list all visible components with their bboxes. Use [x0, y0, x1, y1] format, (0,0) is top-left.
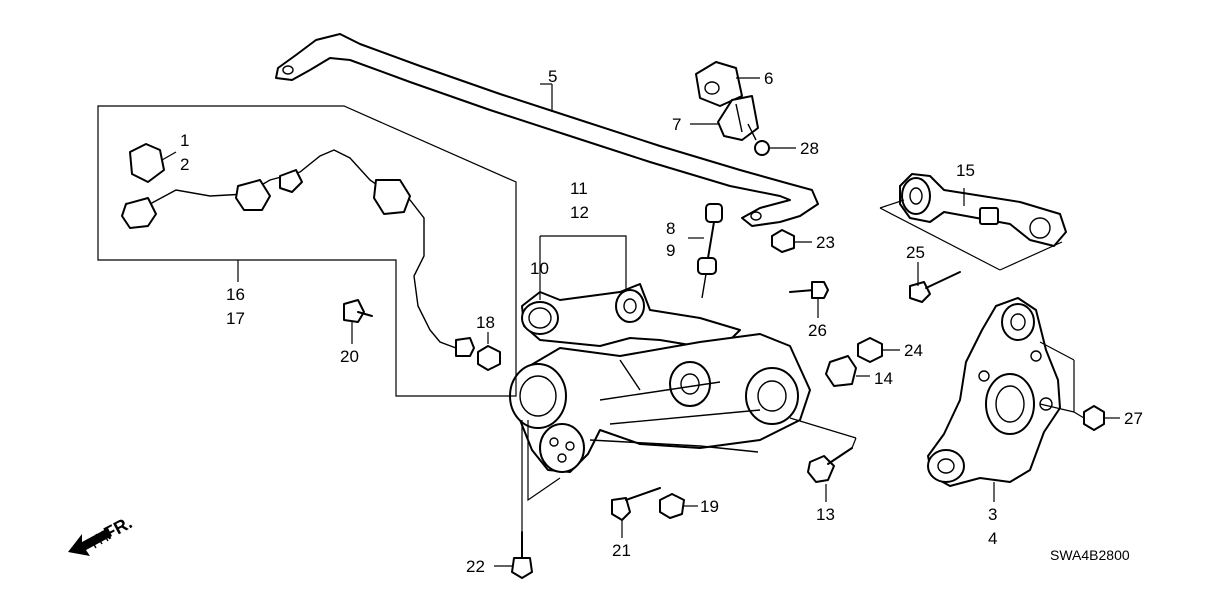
stabilizer-bushing: [695, 61, 743, 107]
callout-23: 23: [816, 233, 835, 252]
flange-bolt-22: [511, 531, 533, 579]
callout-1: 1: [180, 131, 189, 150]
callout-10: 10: [530, 259, 549, 278]
callout-28: 28: [800, 139, 819, 158]
callout-24: 24: [904, 341, 923, 360]
callout-11: 11: [570, 179, 588, 198]
nut-18: [477, 345, 501, 371]
self-locking-nut-27: [1083, 405, 1105, 431]
callout-12: 12: [570, 203, 589, 222]
callout-5: 5: [548, 67, 557, 86]
rear-knuckle: [927, 297, 1061, 487]
callout-25: 25: [906, 243, 925, 262]
callout-17: 17: [226, 309, 245, 328]
callout-19: 19: [700, 497, 719, 516]
assembly-outline: [97, 105, 1085, 532]
bushing-14: [825, 355, 857, 387]
stabilizer-link: [697, 203, 723, 299]
stabilizer-bar: [275, 33, 819, 227]
compensator-arm: [899, 173, 1067, 247]
flange-bolt-25: [909, 271, 961, 303]
stabilizer-holder: [717, 95, 759, 141]
flange-bolt-20: [343, 299, 373, 323]
callout-6: 6: [764, 69, 773, 88]
adjusting-bolt-26: [789, 281, 829, 299]
self-locking-nut-23: [771, 229, 795, 253]
callout-7: 7: [672, 115, 681, 134]
callout-14: 14: [874, 369, 893, 388]
lower-arm-assembly: [509, 333, 811, 473]
diagram-code: SWA4B2800: [1050, 547, 1130, 563]
callout-numbers: 1 2 3 4 5 6 7 8 9 10 11 12 13 14 15 16 1…: [180, 67, 1143, 576]
callout-27: 27: [1124, 409, 1143, 428]
callout-22: 22: [466, 557, 485, 576]
self-locking-nut-24: [857, 337, 883, 363]
callout-9: 9: [666, 241, 675, 260]
callout-2: 2: [180, 155, 189, 174]
speed-sensor-harness: [121, 149, 475, 357]
self-locking-nut-19: [659, 493, 685, 519]
callout-26: 26: [808, 321, 827, 340]
front-arrow-icon: [68, 528, 112, 556]
leader-lines: [161, 77, 1120, 567]
callout-21: 21: [612, 541, 631, 560]
callout-3: 3: [988, 505, 997, 524]
flange-bolt-21: [611, 487, 661, 521]
callout-8: 8: [666, 219, 675, 238]
callout-20: 20: [340, 347, 359, 366]
flange-bolt-13: [807, 447, 853, 483]
flange-bolt-28: [747, 123, 770, 156]
front-direction-arrow: FR.: [68, 512, 135, 556]
callout-18: 18: [476, 313, 495, 332]
harness-clip: [129, 143, 165, 183]
callout-4: 4: [988, 529, 997, 548]
callout-15: 15: [956, 161, 975, 180]
callout-16: 16: [226, 285, 245, 304]
callout-13: 13: [816, 505, 835, 524]
